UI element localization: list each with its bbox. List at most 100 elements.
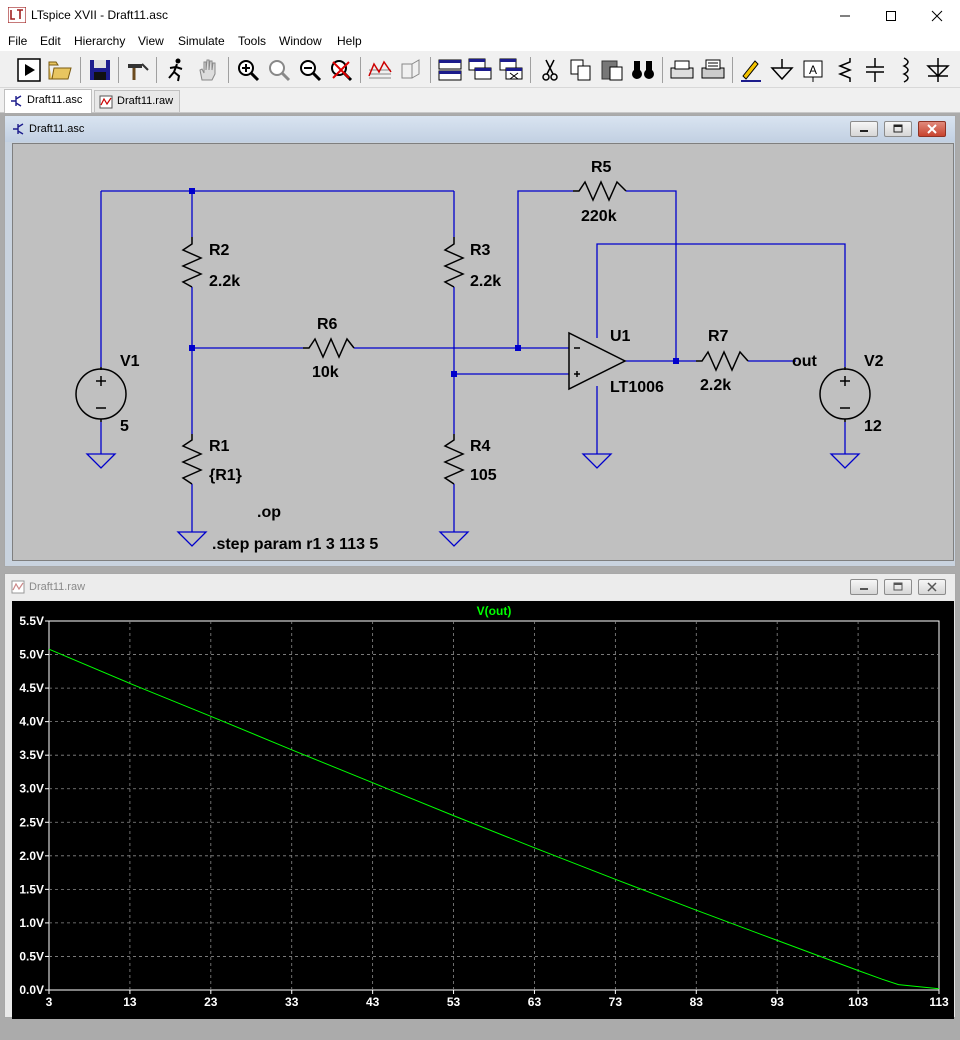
schematic-restore-button[interactable] bbox=[884, 121, 912, 137]
r5-name: R5 bbox=[591, 159, 612, 176]
svg-text:A: A bbox=[809, 63, 817, 77]
capacitor-icon[interactable] bbox=[861, 56, 889, 84]
fft-icon[interactable] bbox=[397, 56, 425, 84]
open-folder-icon[interactable] bbox=[46, 56, 74, 84]
wires bbox=[100, 190, 846, 532]
close-icon bbox=[927, 124, 937, 134]
paste-icon[interactable] bbox=[598, 56, 626, 84]
waveform-window-title: Draft11.raw bbox=[29, 581, 86, 593]
cut-icon[interactable] bbox=[536, 56, 564, 84]
close-window-icon[interactable] bbox=[498, 56, 526, 84]
document-tabs: Draft11.asc Draft11.raw bbox=[0, 88, 960, 113]
menu-file[interactable]: File bbox=[8, 34, 28, 48]
menu-tools[interactable]: Tools bbox=[238, 34, 267, 48]
zoom-out-icon[interactable] bbox=[296, 56, 324, 84]
ground-r4 bbox=[438, 531, 470, 547]
ground-symbols bbox=[85, 453, 861, 547]
label-net-icon[interactable]: A bbox=[799, 56, 827, 84]
control-panel-hammer-icon[interactable] bbox=[124, 56, 152, 84]
schematic-canvas[interactable]: R2 2.2k R3 2.2k R5 220k R6 10k R7 2.2k R… bbox=[12, 143, 954, 561]
x-tick-label: 83 bbox=[690, 995, 704, 1009]
title-bar: LTspice XVII - Draft11.asc bbox=[0, 0, 960, 31]
save-icon[interactable] bbox=[86, 56, 114, 84]
diode-icon[interactable] bbox=[924, 56, 952, 84]
u1-name: U1 bbox=[610, 328, 631, 345]
x-tick-label: 63 bbox=[528, 995, 542, 1009]
r4-name: R4 bbox=[470, 438, 491, 455]
find-binoculars-icon[interactable] bbox=[629, 56, 657, 84]
x-tick-label: 103 bbox=[848, 995, 868, 1009]
grid bbox=[49, 621, 939, 990]
r3-symbol bbox=[443, 237, 465, 288]
zoom-in-icon[interactable] bbox=[234, 56, 262, 84]
run-icon[interactable] bbox=[15, 56, 43, 84]
run-figure-icon[interactable] bbox=[162, 56, 190, 84]
close-button[interactable] bbox=[914, 0, 960, 31]
schematic-close-button[interactable] bbox=[918, 121, 946, 137]
ground-v1 bbox=[85, 453, 117, 469]
menu-simulate[interactable]: Simulate bbox=[178, 34, 225, 48]
y-tick-label: 3.5V bbox=[19, 748, 44, 762]
ground-icon[interactable] bbox=[768, 56, 796, 84]
tab-label: Draft11.raw bbox=[117, 95, 174, 107]
v1-value: 5 bbox=[120, 418, 129, 435]
menu-bar: File Edit Hierarchy View Simulate Tools … bbox=[0, 31, 960, 51]
maximize-button[interactable] bbox=[868, 0, 914, 31]
waveform-icon bbox=[99, 95, 113, 109]
r5-symbol bbox=[573, 180, 627, 202]
menu-help[interactable]: Help bbox=[337, 34, 362, 48]
ground-v2 bbox=[829, 453, 861, 469]
draw-wire-pencil-icon[interactable] bbox=[737, 56, 765, 84]
plot-frame bbox=[48, 620, 940, 991]
x-tick-label: 73 bbox=[609, 995, 623, 1009]
tile-windows-icon[interactable] bbox=[436, 56, 464, 84]
close-icon bbox=[927, 582, 937, 592]
cascade-windows-icon[interactable] bbox=[467, 56, 495, 84]
minimize-icon bbox=[860, 130, 868, 132]
menu-window[interactable]: Window bbox=[279, 34, 322, 48]
schematic-window-title: Draft11.asc bbox=[29, 123, 85, 135]
menu-view[interactable]: View bbox=[138, 34, 164, 48]
v1-name: V1 bbox=[120, 353, 140, 370]
trace-vout-line[interactable] bbox=[48, 648, 940, 990]
autorange-icon[interactable] bbox=[366, 56, 394, 84]
menu-edit[interactable]: Edit bbox=[40, 34, 61, 48]
resistor-symbols bbox=[181, 180, 749, 485]
waveform-close-button[interactable] bbox=[918, 579, 946, 595]
minimize-button[interactable] bbox=[822, 0, 868, 31]
r2-value: 2.2k bbox=[209, 273, 240, 290]
minimize-icon bbox=[840, 15, 850, 16]
r4-value: 105 bbox=[470, 467, 497, 484]
r2-name: R2 bbox=[209, 242, 230, 259]
y-tick-label: 4.0V bbox=[19, 715, 44, 729]
zoom-fit-icon[interactable] bbox=[265, 56, 293, 84]
waveform-minimize-button[interactable] bbox=[850, 579, 878, 595]
waveform-restore-button[interactable] bbox=[884, 579, 912, 595]
pan-hand-icon[interactable] bbox=[194, 56, 222, 84]
traces bbox=[48, 648, 940, 990]
ground-u1 bbox=[581, 453, 613, 469]
schematic-icon bbox=[11, 95, 22, 107]
zoom-cancel-icon[interactable] bbox=[327, 56, 355, 84]
restore-icon bbox=[893, 582, 903, 591]
resistor-icon[interactable] bbox=[830, 56, 858, 84]
waveform-icon bbox=[11, 580, 25, 594]
print-preview-icon[interactable] bbox=[668, 56, 696, 84]
copy-icon[interactable] bbox=[567, 56, 595, 84]
trace-label-vout[interactable]: V(out) bbox=[477, 604, 512, 618]
inductor-icon[interactable] bbox=[892, 56, 920, 84]
x-tick-label: 113 bbox=[929, 995, 949, 1009]
print-icon[interactable] bbox=[699, 56, 727, 84]
v2-value: 12 bbox=[864, 418, 882, 435]
tab-waveform[interactable]: Draft11.raw bbox=[94, 90, 180, 112]
u1-value: LT1006 bbox=[610, 379, 664, 396]
tab-schematic[interactable]: Draft11.asc bbox=[4, 89, 92, 113]
r7-name: R7 bbox=[708, 328, 729, 345]
menu-hierarchy[interactable]: Hierarchy bbox=[74, 34, 126, 48]
schematic-minimize-button[interactable] bbox=[850, 121, 878, 137]
y-tick-label: 3.0V bbox=[19, 782, 44, 796]
